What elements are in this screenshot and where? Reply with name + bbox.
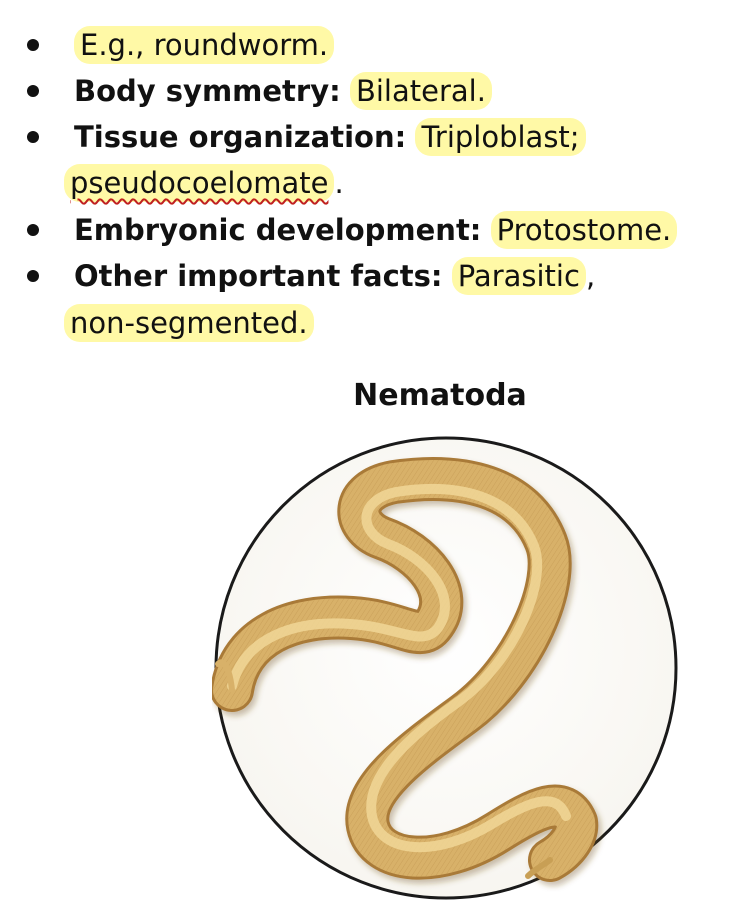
bullet-icon — [27, 224, 39, 236]
roundworm-illustration — [212, 436, 678, 900]
body-symmetry-label: Body symmetry: — [74, 74, 341, 108]
other-facts-label: Other important facts: — [74, 259, 443, 293]
embryonic-development-label: Embryonic development: — [74, 213, 482, 247]
figure-circle-frame — [214, 436, 678, 900]
tissue-organization-label: Tissue organization: — [74, 120, 407, 154]
pseudocoelomate-text: pseudocoelomate — [64, 164, 335, 202]
worm-tail — [215, 659, 235, 693]
list-item-text: Embryonic development: Protostome. — [74, 207, 678, 253]
list-item-continuation: non-segmented. — [64, 300, 314, 346]
other-facts-suffix: , — [585, 259, 596, 293]
list-item-text: Other important facts: Parasitic, — [74, 253, 595, 299]
bullet-icon — [27, 131, 39, 143]
tissue-organization-value: Triploblast; — [415, 118, 586, 156]
other-facts-value: Parasitic — [451, 257, 586, 295]
list-item-text: Body symmetry: Bilateral. — [74, 68, 492, 114]
figure-title: Nematoda — [353, 378, 527, 413]
bullet-icon — [27, 270, 39, 282]
list-item-continuation: pseudocoelomate. — [64, 160, 344, 206]
bullet-icon — [27, 39, 39, 51]
non-segmented-text: non-segmented. — [64, 304, 314, 342]
body-symmetry-value: Bilateral. — [349, 72, 492, 110]
highlighted-text: E.g., roundworm. — [74, 26, 335, 64]
list-item-text: Tissue organization: Triploblast; — [74, 114, 586, 160]
worm-body — [212, 457, 599, 882]
worm-head — [525, 857, 553, 879]
continuation-suffix: . — [334, 166, 344, 200]
embryonic-development-value: Protostome. — [490, 211, 678, 249]
bullet-icon — [27, 85, 39, 97]
list-item-text: E.g., roundworm. — [74, 22, 335, 68]
